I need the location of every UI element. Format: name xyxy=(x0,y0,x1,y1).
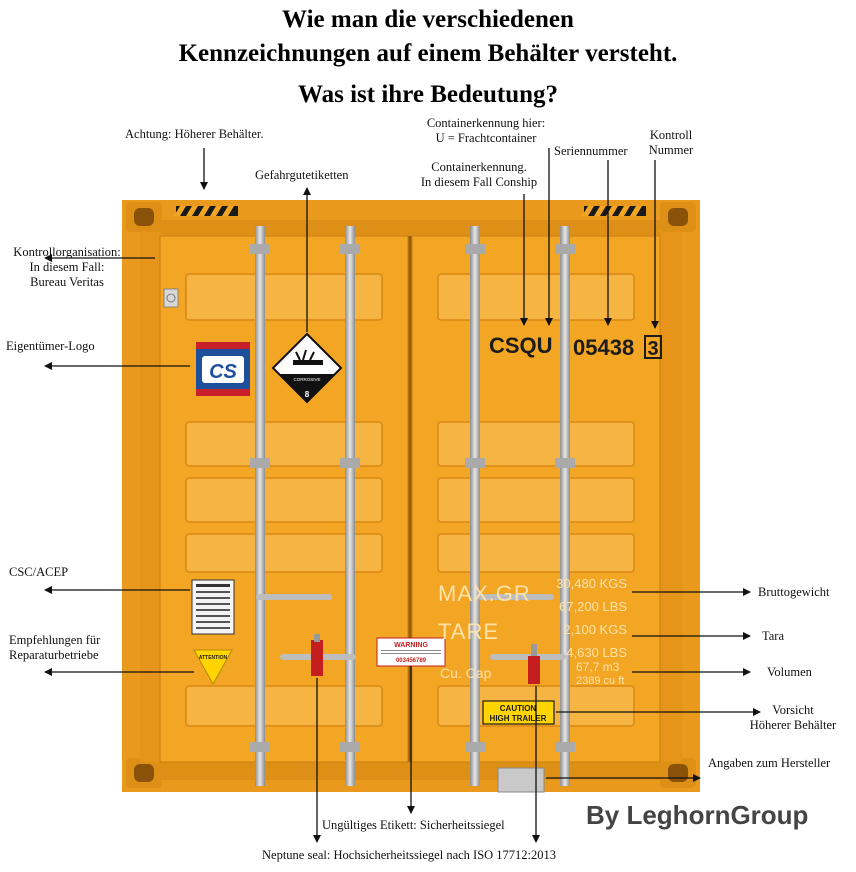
volume-cuft-marking: 2389 cu ft xyxy=(576,675,624,687)
seal-latch-left xyxy=(311,634,323,676)
seal-latch-right xyxy=(528,644,540,684)
brand-watermark: By LeghornGroup xyxy=(586,800,809,830)
warning-label-title: WARNING xyxy=(394,642,428,649)
label-caution-high-line-2: Höherer Behälter xyxy=(749,718,837,732)
gross-lbs-marking: 67,200 LBS xyxy=(559,599,627,614)
volume-m3-marking: 67,7 m3 xyxy=(576,660,620,674)
title-line-1: Wie man die verschiedenen xyxy=(282,6,574,33)
serial-number-marking: 05438 xyxy=(573,335,634,360)
corrosive-placard-class: 8 xyxy=(305,390,310,399)
label-check-number-line-1: Kontroll xyxy=(649,128,693,142)
corrosive-placard: CORROSIVE 8 xyxy=(271,332,343,404)
tare-lbs-marking: 4,630 LBS xyxy=(566,645,627,660)
warning-label: WARNING 003456789 xyxy=(376,637,446,667)
label-caution-high: Vorsicht Höherer Behälter xyxy=(736,703,850,733)
label-tare: Tara xyxy=(762,629,785,643)
label-dangerous-goods: Gefahrgutetiketten xyxy=(255,168,349,182)
tare-marking: TARE xyxy=(438,619,499,644)
annotation-arrows xyxy=(44,148,761,843)
title-line-3: Was ist ihre Bedeutung? xyxy=(298,81,558,108)
label-neptune-seal: Neptune seal: Hochsicherheitssiegel nach… xyxy=(262,848,557,862)
label-container-id-u-line-1: Containerkennung hier: xyxy=(426,116,546,130)
label-gross-weight: Bruttogewicht xyxy=(758,585,830,599)
label-container-id-owner: Containerkennung. In diesem Fall Conship xyxy=(404,160,554,190)
label-check-number-line-2: Nummer xyxy=(648,143,694,157)
owner-logo-text: CS xyxy=(209,361,237,383)
label-inspection-org: Kontrollorganisation: In diesem Fall: Bu… xyxy=(0,245,134,290)
gross-kgs-marking: 30,480 KGS xyxy=(556,576,627,591)
bureau-veritas-badge xyxy=(163,288,179,308)
label-inspection-org-line-2: In diesem Fall: xyxy=(29,260,105,274)
hazard-stripe-right xyxy=(582,206,646,216)
label-caution-high-line-1: Vorsicht xyxy=(772,703,814,717)
label-invalid-seal: Ungültiges Etikett: Sicherheitssiegel xyxy=(322,818,505,832)
label-repair-line-1: Empfehlungen für xyxy=(9,633,101,647)
label-container-id-owner-line-2: In diesem Fall Conship xyxy=(420,175,538,189)
owner-code: CSQU xyxy=(489,333,553,358)
caution-label-line-2: HIGH TRAILER xyxy=(490,714,547,723)
title-line-2: Kennzeichnungen auf einem Behälter verst… xyxy=(178,40,678,67)
label-container-id-u-line-2: U = Frachtcontainer xyxy=(435,131,537,145)
label-repair-line-2: Reparaturbetriebe xyxy=(9,648,99,662)
attention-label-text: ATTENTION xyxy=(199,655,228,661)
max-gross-marking: MAX.GR xyxy=(438,581,531,606)
label-container-id-u: Containerkennung hier: U = Frachtcontain… xyxy=(412,116,560,146)
label-container-id-owner-line-1: Containerkennung. xyxy=(431,160,527,174)
label-inspection-org-line-1: Kontrollorganisation: xyxy=(13,245,121,259)
label-manufacturer: Angaben zum Hersteller xyxy=(708,756,831,770)
hazard-stripe-left xyxy=(174,206,238,216)
owner-logo: CS xyxy=(196,342,250,396)
manufacturer-plate xyxy=(497,767,545,793)
warning-label-code: 003456789 xyxy=(396,658,427,664)
corrosive-placard-text: CORROSIVE xyxy=(293,377,320,382)
label-owner-logo: Eigentümer-Logo xyxy=(6,339,95,353)
label-repair: Empfehlungen für Reparaturbetriebe xyxy=(9,633,100,663)
label-inspection-org-line-3: Bureau Veritas xyxy=(30,275,104,289)
label-higher-container: Achtung: Höherer Behälter. xyxy=(125,127,264,141)
locking-rods xyxy=(250,226,575,786)
label-check-number: Kontroll Nummer xyxy=(641,128,701,158)
label-serial-number: Seriennummer xyxy=(554,144,628,158)
caution-high-trailer-label: CAUTION HIGH TRAILER xyxy=(482,700,555,725)
weight-markings: MAX.GR TARE Cu. Cap 30,480 KGS 67,200 LB… xyxy=(438,576,627,687)
csc-plate xyxy=(191,579,235,635)
caution-label-line-1: CAUTION xyxy=(500,704,537,713)
check-digit-marking: 3 xyxy=(647,338,658,360)
attention-label: ATTENTION xyxy=(193,649,233,686)
label-volume: Volumen xyxy=(767,665,812,679)
cubic-capacity-marking: Cu. Cap xyxy=(440,665,492,681)
tare-kgs-marking: 2,100 KGS xyxy=(563,622,627,637)
label-csc-acep: CSC/ACEP xyxy=(9,565,69,579)
